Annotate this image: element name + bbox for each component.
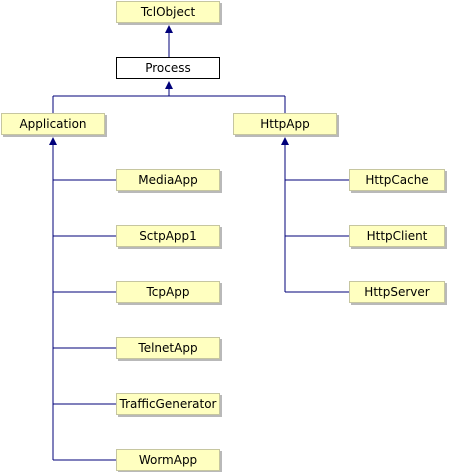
node-httpclient[interactable]: HttpClient: [349, 225, 445, 247]
node-application[interactable]: Application: [1, 113, 105, 135]
node-telnetapp[interactable]: TelnetApp: [116, 337, 220, 359]
arrowhead-tclobject: [165, 25, 173, 33]
node-trafficgenerator[interactable]: TrafficGenerator: [116, 393, 220, 415]
node-process-current: Process: [116, 57, 220, 79]
node-httpserver[interactable]: HttpServer: [349, 281, 445, 303]
node-tcpapp[interactable]: TcpApp: [116, 281, 220, 303]
node-sctpapp1[interactable]: SctpApp1: [116, 225, 220, 247]
node-mediaapp[interactable]: MediaApp: [116, 169, 220, 191]
arrowhead-process: [165, 81, 173, 89]
node-wormapp[interactable]: WormApp: [116, 449, 220, 471]
node-tclobject[interactable]: TclObject: [116, 1, 220, 23]
node-httpapp[interactable]: HttpApp: [233, 113, 337, 135]
arrowhead-httpapp: [281, 137, 289, 145]
node-httpcache[interactable]: HttpCache: [349, 169, 445, 191]
arrowhead-application: [49, 137, 57, 145]
